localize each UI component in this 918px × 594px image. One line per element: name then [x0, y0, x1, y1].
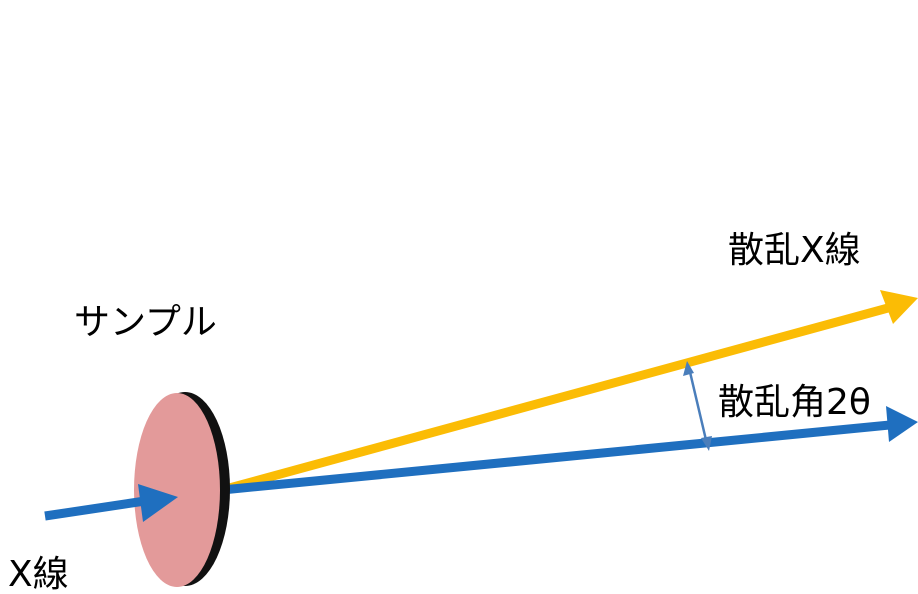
angle-arrowhead-top: [683, 361, 694, 376]
scattered-xray-label: 散乱X線: [728, 230, 861, 271]
scattered-xray-beam: [220, 290, 918, 495]
direct-beam: [221, 406, 918, 495]
sample-disc: [134, 392, 230, 587]
direct-beam-arrowhead: [886, 406, 918, 442]
sample-disc-face: [134, 393, 220, 587]
scattering-angle-arrow: [683, 361, 712, 451]
angle-arrowhead-bottom: [701, 436, 712, 451]
incident-xray-beam: [44, 484, 178, 522]
sample-label: サンプル: [74, 302, 217, 343]
incident-beam-arrowhead: [138, 484, 178, 522]
incident-xray-label: X線: [8, 554, 69, 594]
scattering-angle-label: 散乱角2θ: [718, 382, 871, 423]
scattered-beam-arrowhead: [880, 290, 918, 324]
